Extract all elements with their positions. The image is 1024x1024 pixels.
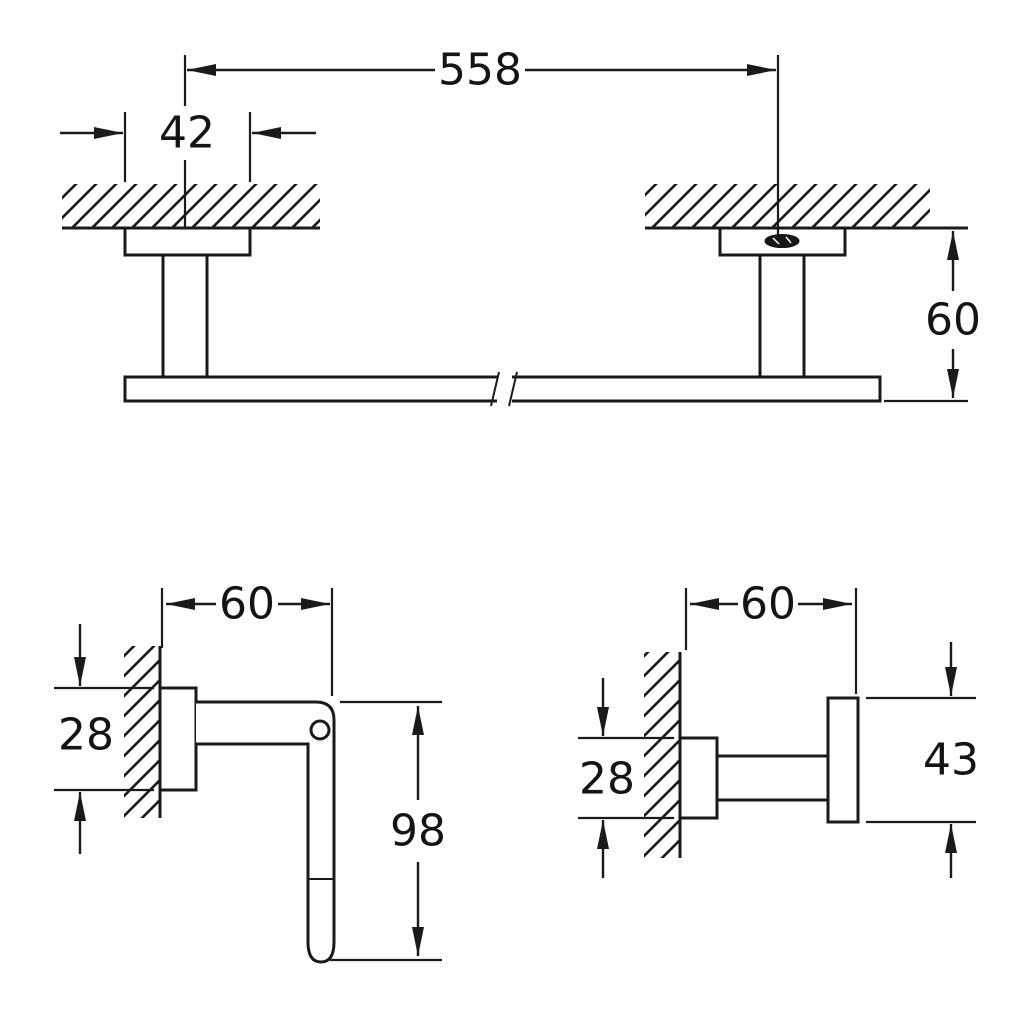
dimension-plate-height: 28	[579, 754, 635, 805]
wall-hatch-right	[645, 184, 930, 228]
wall-hatch-left	[62, 184, 320, 228]
screw-glint-icon	[785, 236, 792, 244]
left-post	[161, 253, 209, 379]
mount-plate	[678, 736, 719, 820]
dimension-hook-height: 43	[923, 735, 979, 786]
wall-hatch	[644, 652, 680, 858]
bar-left-section	[123, 375, 497, 403]
right-post	[758, 253, 806, 379]
holder-arm	[196, 700, 336, 964]
dimension-depth: 60	[219, 579, 275, 630]
hook-front-plate	[826, 696, 860, 824]
dimension-plate-height: 28	[58, 710, 114, 761]
screw-head	[764, 234, 800, 248]
left-mount-plate	[123, 226, 252, 257]
dimension-overall-width: 558	[438, 45, 522, 96]
screw-glint-icon	[772, 237, 780, 245]
towel-bar-front-view: 558 42 60	[60, 45, 981, 407]
dimension-wall-offset: 60	[925, 295, 981, 346]
bar-break-line-left	[490, 371, 500, 407]
wall-hatch	[124, 646, 160, 818]
bar-break-line-right	[508, 371, 518, 407]
dimension-depth: 60	[740, 579, 796, 630]
robe-hook-side-view: 60 28 43	[578, 579, 979, 878]
mount-plate	[158, 686, 198, 792]
hook-arm	[715, 754, 830, 802]
roller-pin	[309, 719, 331, 741]
bar-right-section	[512, 375, 882, 403]
dimension-post-width: 42	[159, 108, 215, 159]
paper-holder-side-view: 60 28 98	[54, 579, 446, 964]
dimension-drop-length: 98	[390, 806, 446, 857]
